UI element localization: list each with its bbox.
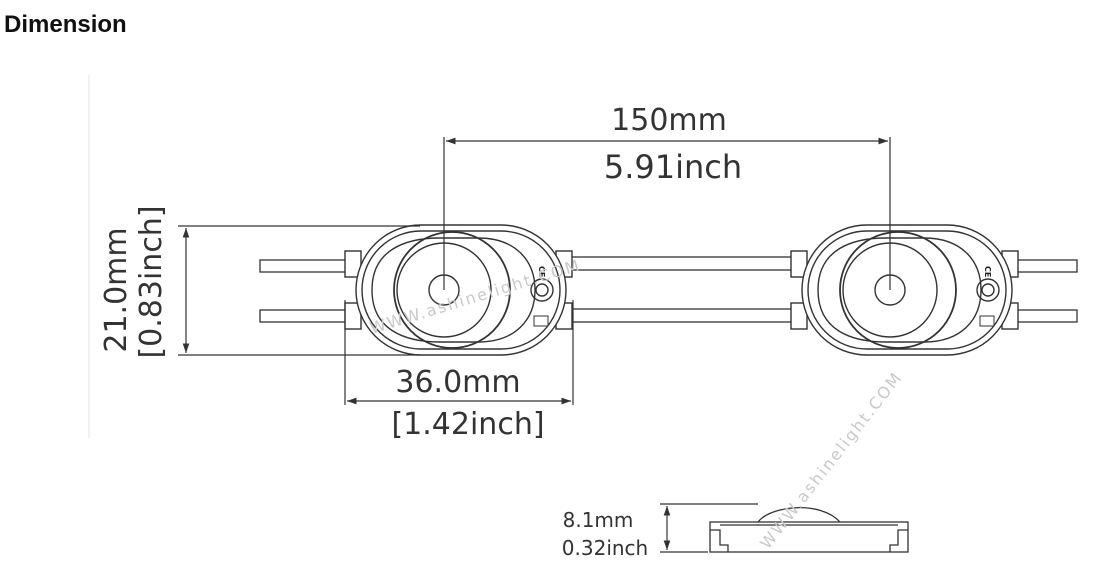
page-title: Dimension [4, 11, 127, 38]
led-module-left [344, 224, 573, 356]
height-inch-label: [0.83inch] [134, 205, 169, 358]
width-dimension-lines [344, 300, 574, 405]
ce-mark-left: CE [537, 266, 546, 277]
width-mm-label: 36.0mm [395, 365, 520, 400]
height-mm-label: 21.0mm [99, 227, 134, 352]
pitch-dimension-lines [443, 137, 891, 290]
width-inch-label: [1.42inch] [391, 407, 544, 442]
side-view [709, 507, 909, 553]
thickness-dimension-lines [660, 503, 758, 553]
pitch-mm-label: 150mm [611, 103, 727, 138]
led-module-right [790, 224, 1019, 356]
thickness-mm-label: 8.1mm [563, 508, 634, 532]
height-dimension-lines [178, 225, 420, 356]
pitch-inch-label: 5.91inch [604, 148, 742, 186]
thickness-inch-label: 0.32inch [562, 536, 648, 560]
ce-mark-right: CE [983, 266, 992, 277]
